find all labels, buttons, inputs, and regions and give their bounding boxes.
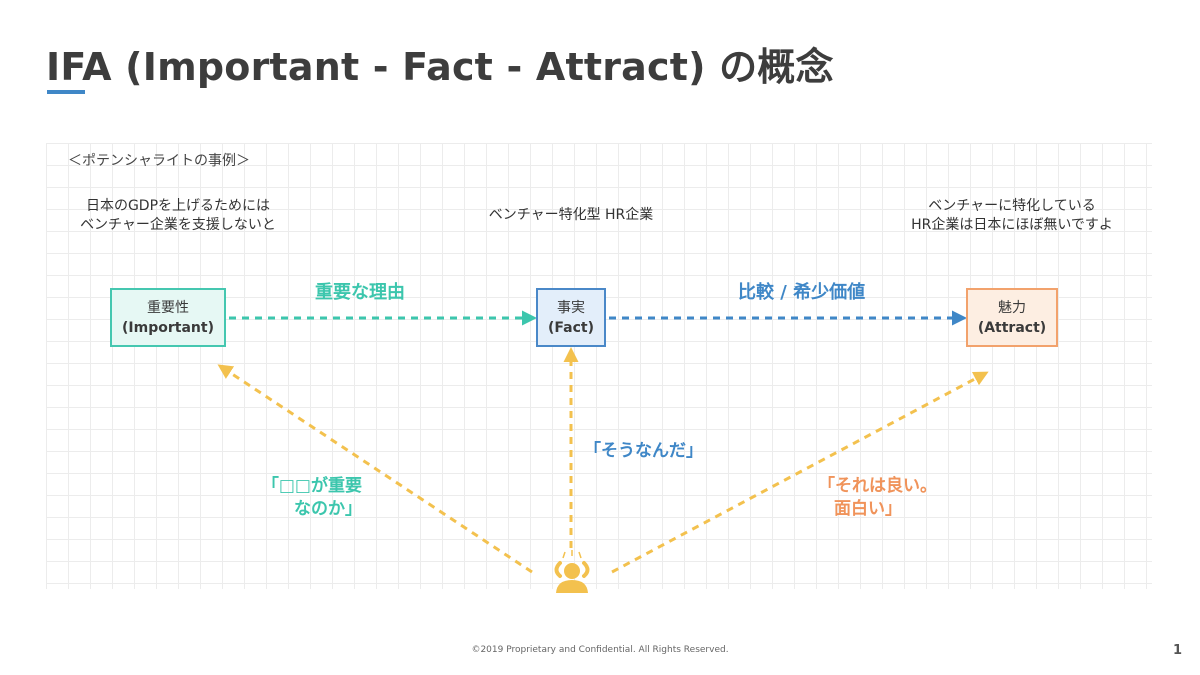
edge-label-fact-attract: 比較 / 希少価値 — [738, 282, 866, 303]
node-important-sub: (Important) — [122, 319, 214, 336]
reaction-attract: 「それは良い。 面白い」 — [818, 475, 958, 521]
reaction-important-line-2: なのか」 — [294, 499, 362, 519]
caption-important: 日本のGDPを上げるためには ベンチャー企業を支援しないと — [62, 197, 294, 235]
node-fact: 事実 (Fact) — [536, 288, 606, 347]
node-fact-sub: (Fact) — [548, 319, 594, 336]
page-number: 1 — [1172, 643, 1182, 658]
reaction-attract-line-2: 面白い」 — [834, 499, 902, 519]
caption-attract: ベンチャーに特化している HR企業は日本にほぼ無いですよ — [892, 197, 1132, 235]
reaction-important: 「□□が重要 なのか」 — [258, 475, 362, 521]
reaction-fact-line: 「そうなんだ」 — [584, 441, 703, 461]
caption-important-line-2: ベンチャー企業を支援しないと — [80, 217, 276, 233]
case-label: ＜ポテンシャライトの事例＞ — [68, 153, 250, 169]
caption-fact-line: ベンチャー特化型 HR企業 — [488, 207, 654, 223]
person-thinking-icon — [554, 550, 590, 593]
arrow-person-to-attract — [611, 371, 989, 574]
node-attract: 魅力 (Attract) — [966, 288, 1058, 347]
node-important-label: 重要性 — [147, 299, 189, 316]
title-underline — [47, 90, 85, 94]
node-attract-label: 魅力 — [998, 299, 1026, 316]
footer-copyright: ©2019 Proprietary and Confidential. All … — [471, 645, 729, 655]
edge-label-important-fact: 重要な理由 — [315, 282, 405, 303]
reaction-important-line-1: 「□□が重要 — [261, 476, 362, 496]
node-important: 重要性 (Important) — [110, 288, 226, 347]
caption-attract-line-2: HR企業は日本にほぼ無いですよ — [911, 217, 1113, 233]
caption-important-line-1: 日本のGDPを上げるためには — [85, 198, 271, 214]
reaction-attract-line-1: 「それは良い。 — [818, 476, 937, 496]
reaction-fact: 「そうなんだ」 — [584, 440, 703, 463]
page-title: IFA (Important - Fact - Attract) の概念 — [46, 45, 834, 89]
node-attract-sub: (Attract) — [977, 319, 1047, 336]
arrow-person-to-important — [217, 364, 533, 574]
caption-attract-line-1: ベンチャーに特化している — [928, 198, 1096, 214]
node-fact-label: 事実 — [557, 299, 585, 316]
caption-fact: ベンチャー特化型 HR企業 — [470, 206, 672, 225]
